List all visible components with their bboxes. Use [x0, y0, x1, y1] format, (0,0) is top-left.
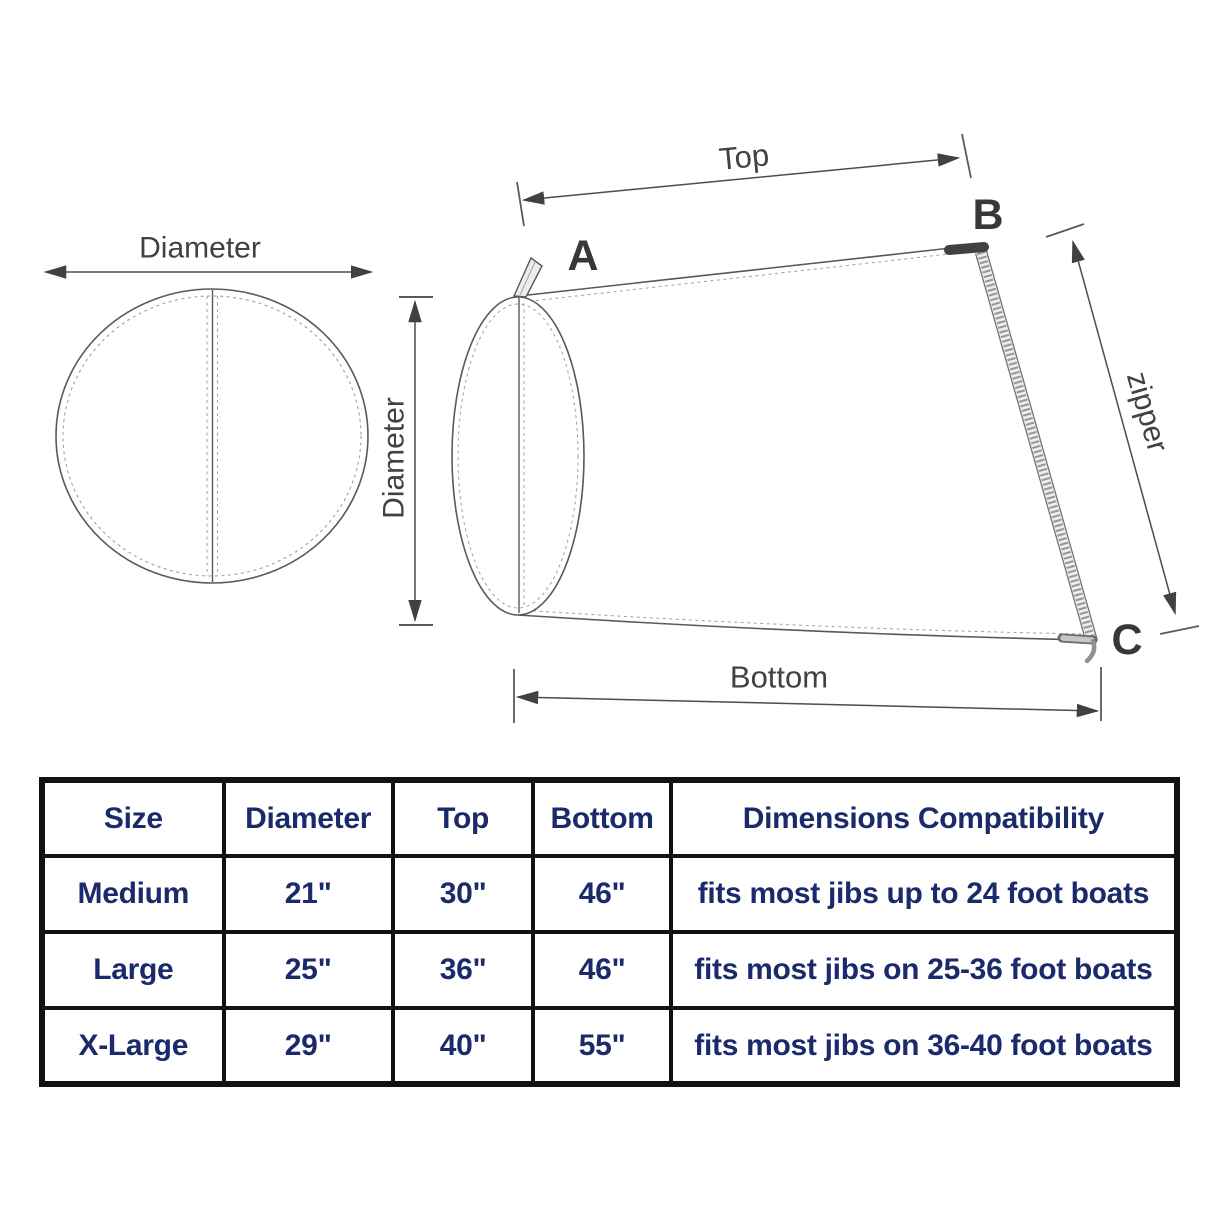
- cell-size: Medium: [40, 854, 226, 934]
- point-a-label: A: [567, 232, 598, 280]
- side-view-ellipse: [451, 296, 585, 616]
- cell-size: Large: [40, 930, 226, 1010]
- header-top: Top: [390, 778, 536, 858]
- header-size: Size: [40, 778, 226, 858]
- bag-bottom-edge: [517, 614, 1091, 641]
- cell-compatibility: fits most jibs on 25-36 foot boats: [668, 930, 1180, 1010]
- header-diameter: Diameter: [221, 778, 395, 858]
- point-b-label: B: [972, 191, 1003, 239]
- header-compatibility: Dimensions Compatibility: [668, 778, 1180, 858]
- side-diameter-label: Diameter: [378, 397, 411, 519]
- bottom-dimension-label: Bottom: [730, 660, 828, 695]
- bottom-dimension-arrow: [513, 667, 1102, 723]
- table-header-row: Size Diameter Top Bottom Dimensions Comp…: [40, 778, 1180, 858]
- cell-compatibility: fits most jibs on 36-40 foot boats: [668, 1006, 1180, 1086]
- header-bottom: Bottom: [531, 778, 673, 858]
- cell-size: X-Large: [40, 1006, 226, 1086]
- table-row: X-Large 29" 40" 55" fits most jibs on 36…: [40, 1006, 1180, 1086]
- cell-bottom: 46": [531, 930, 673, 1010]
- front-view-stitch-line: [62, 295, 362, 577]
- cell-top: 36": [390, 930, 536, 1010]
- cell-diameter: 21": [221, 854, 395, 934]
- dimensions-diagram: Diameter Diameter: [43, 133, 1200, 723]
- zipper-pull: [1057, 633, 1098, 664]
- cell-bottom: 55": [531, 1006, 673, 1086]
- top-dimension-label: Top: [717, 137, 770, 177]
- front-view-circle: [55, 288, 369, 584]
- zipper-endstop: [944, 242, 989, 255]
- size-table-container: Size Diameter Top Bottom Dimensions Comp…: [39, 777, 1180, 1087]
- cell-top: 30": [390, 854, 536, 934]
- cell-diameter: 29": [221, 1006, 395, 1086]
- front-diameter-label: Diameter: [139, 232, 261, 265]
- point-c-label: C: [1111, 616, 1142, 664]
- cell-bottom: 46": [531, 854, 673, 934]
- bag-top-edge: [518, 247, 952, 297]
- cell-compatibility: fits most jibs up to 24 foot boats: [668, 854, 1180, 934]
- top-dimension-arrow: [516, 133, 972, 227]
- cell-top: 40": [390, 1006, 536, 1086]
- zipper-dimension-arrow: [1045, 223, 1200, 635]
- sail-bag-outline: [451, 242, 1099, 664]
- table-row: Medium 21" 30" 46" fits most jibs up to …: [40, 854, 1180, 934]
- size-table: Size Diameter Top Bottom Dimensions Comp…: [39, 777, 1180, 1087]
- side-diameter-arrow: [399, 296, 433, 626]
- cell-diameter: 25": [221, 930, 395, 1010]
- zipper-band: [974, 250, 1099, 644]
- table-row: Large 25" 36" 46" fits most jibs on 25-3…: [40, 930, 1180, 1010]
